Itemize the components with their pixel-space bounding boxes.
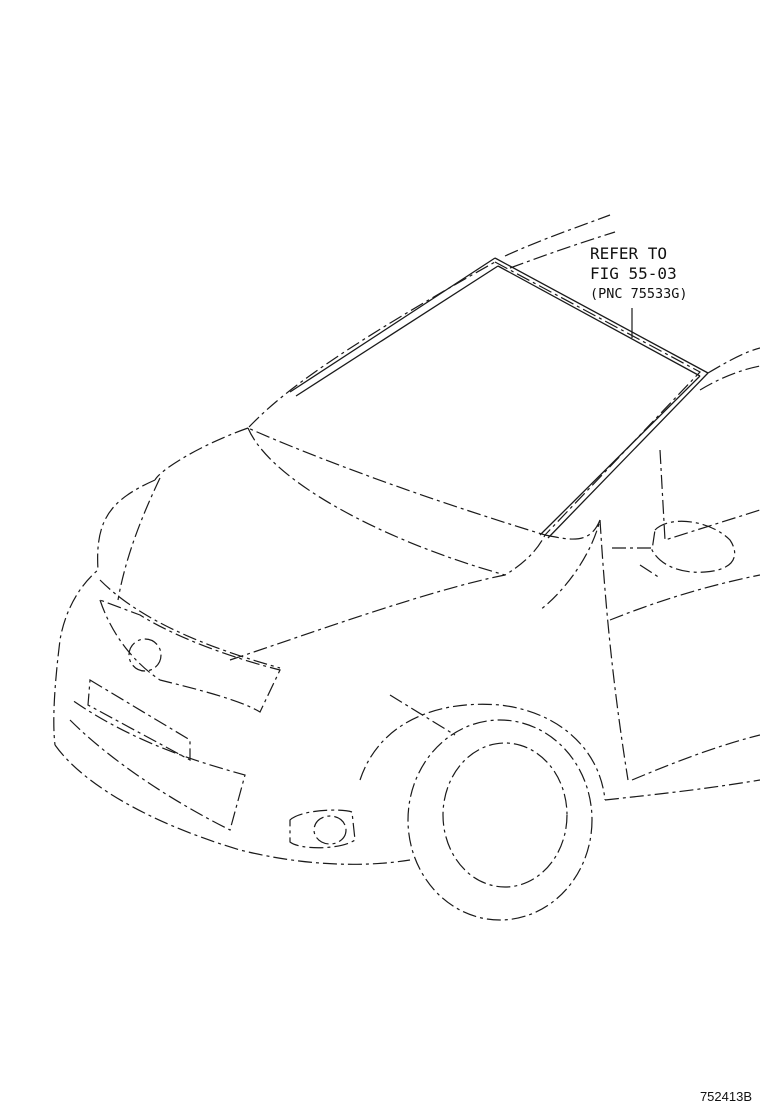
a-pillar [707, 347, 760, 374]
windshield-molding-top-inner [497, 265, 701, 377]
hood-right-crease [229, 534, 546, 661]
hood-rear-edge [154, 427, 249, 481]
callout-pnc: (PNC 75533G) [590, 286, 688, 302]
hood-front-edge [99, 579, 281, 669]
side-mirror-base [612, 547, 661, 579]
hood-center-line [247, 427, 506, 576]
side-mirror [651, 520, 736, 573]
fog-light-housing [289, 809, 356, 849]
figure-code: 752413B [699, 1089, 752, 1104]
upper-grille [87, 678, 191, 762]
body-front-left [53, 479, 156, 746]
fender-top [539, 519, 601, 611]
door-front-edge [599, 519, 629, 781]
headlight-lens [128, 638, 162, 672]
windshield-molding-left [289, 257, 496, 393]
windshield-molding-top [494, 257, 709, 374]
refer-to-callout: REFER TO FIG 55-03 (PNC 75533G) [590, 244, 688, 304]
lower-grille [69, 699, 246, 831]
bumper-lower [54, 744, 411, 865]
front-tire [407, 719, 593, 921]
rocker-line [604, 779, 760, 801]
body-side-line [389, 694, 456, 736]
roof-edge-lower [509, 231, 616, 269]
a-pillar-inner [699, 365, 760, 391]
windshield-outline [246, 261, 701, 536]
door-lower-line [631, 734, 760, 781]
wheel-arch [359, 703, 606, 801]
callout-refer-to: REFER TO [590, 244, 668, 263]
roof-edge-upper [504, 214, 611, 257]
headlight [99, 598, 281, 713]
front-wheel-rim [442, 742, 568, 888]
door-belt-line [609, 574, 760, 621]
windshield-molding-side [547, 372, 709, 539]
windshield-molding-side-inner [539, 375, 701, 536]
hood-left-crease [117, 477, 161, 601]
fog-light [313, 815, 347, 845]
windshield-molding-left-inner [295, 265, 499, 397]
door-window-line [659, 449, 760, 541]
callout-fig-ref: FIG 55-03 [590, 264, 677, 283]
